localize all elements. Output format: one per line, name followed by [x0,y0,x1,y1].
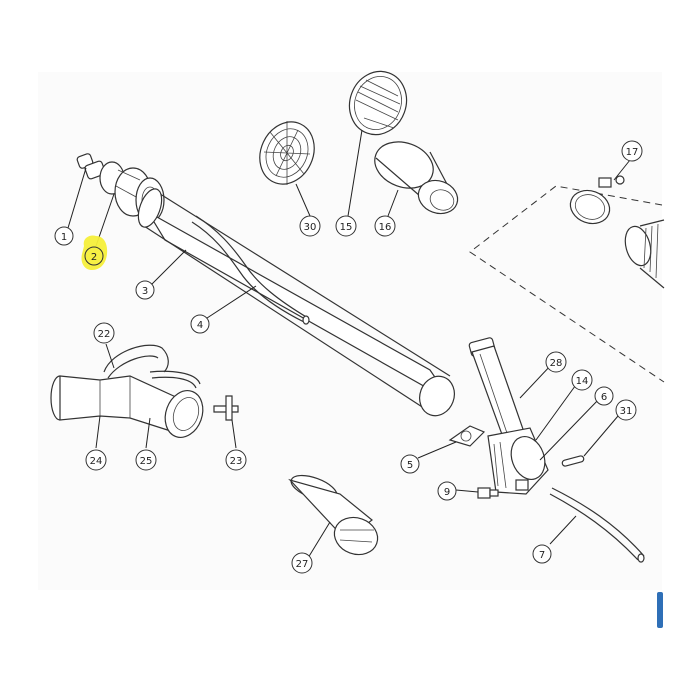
part-27-sleeve [288,474,379,556]
part-7-hose [549,487,645,563]
svg-text:9: 9 [444,487,450,498]
callout-16: 16 [374,215,396,237]
part-31-pin [561,455,585,467]
part-1-cap [76,153,106,180]
svg-text:22: 22 [98,329,111,340]
svg-text:6: 6 [601,392,607,403]
svg-text:25: 25 [140,456,153,467]
svg-text:15: 15 [340,222,353,233]
detail-boundary [469,185,665,383]
callout-28: 28 [545,351,567,373]
part-4-hose [191,215,310,325]
svg-text:2: 2 [91,252,97,263]
callout-1: 1 [54,226,74,246]
svg-text:1: 1 [61,232,67,243]
part-24-25-manifold [50,375,204,438]
part-14-valve-body [487,427,549,495]
part-15-screen [348,70,408,136]
callout-24: 24 [85,449,107,471]
callout-30: 30 [299,215,321,237]
part-16-funnel [374,141,459,215]
callout-23: 23 [225,449,247,471]
svg-text:23: 23 [230,456,243,467]
part-22-tube-loop [103,344,201,389]
callout-3: 3 [135,280,155,300]
callout-6: 6 [594,386,614,406]
svg-text:14: 14 [576,376,589,387]
svg-text:3: 3 [142,286,148,297]
svg-text:30: 30 [304,222,317,233]
part-17-clamp [569,175,625,225]
part-30-grille [259,121,315,185]
svg-text:4: 4 [197,320,203,331]
callout-25: 25 [135,449,157,471]
callout-27: 27 [291,552,313,574]
svg-text:5: 5 [407,460,413,471]
callout-9: 9 [437,481,457,501]
svg-text:28: 28 [550,358,563,369]
part-3-tube [137,188,455,417]
callout-4: 4 [190,314,210,334]
part-5-lever [448,425,486,447]
corrugated-hose [624,219,665,289]
svg-text:27: 27 [296,559,309,570]
callout-15: 15 [335,215,357,237]
callout-5: 5 [400,454,420,474]
part-23-fitting [213,395,239,421]
svg-text:7: 7 [539,550,545,561]
callout-22: 22 [93,322,115,344]
part-28-handle [468,337,525,441]
callout-17: 17 [621,140,643,162]
callout-14: 14 [571,369,593,391]
svg-text:16: 16 [379,222,392,233]
leader-lines [67,129,631,559]
scroll-indicator[interactable] [657,592,663,628]
svg-text:17: 17 [626,147,639,158]
callout-31: 31 [615,399,637,421]
callout-7: 7 [532,544,552,564]
svg-text:31: 31 [620,406,633,417]
callout-2[interactable]: 2 [84,246,104,266]
part-9-screw [477,487,499,499]
svg-text:24: 24 [90,456,103,467]
